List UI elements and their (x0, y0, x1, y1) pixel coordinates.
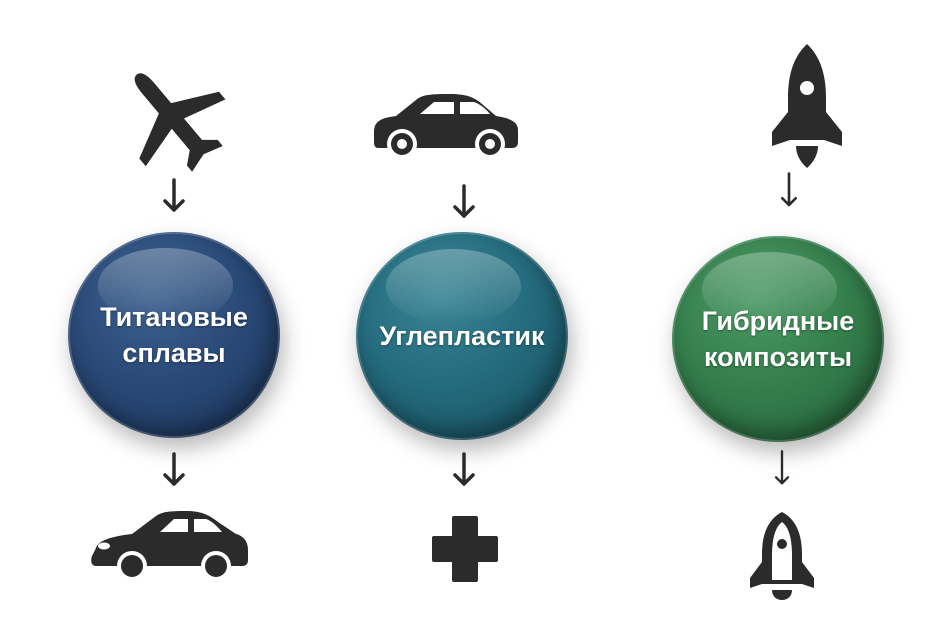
arrow-down-icon (774, 450, 790, 485)
material-sphere-carbon-fiber: Углепластик (356, 232, 568, 440)
car-icon (370, 90, 522, 162)
car-icon (88, 508, 254, 582)
material-label-line2: сплавы (122, 338, 226, 368)
rocket-outline-icon (748, 510, 816, 602)
arrow-down-icon (453, 184, 475, 218)
material-label-line2: композиты (703, 342, 852, 372)
arrow-down-icon (780, 172, 798, 207)
medical-cross-icon (430, 514, 500, 584)
arrow-down-icon (163, 178, 185, 212)
material-label-line1: Углепластик (379, 321, 545, 351)
material-label-line1: Гибридные (701, 306, 855, 336)
material-sphere-titanium-alloys: Титановые сплавы (68, 232, 280, 438)
material-label-line1: Титановые (100, 302, 248, 332)
material-sphere-hybrid-composites: Гибридные композиты (672, 236, 884, 442)
arrow-down-icon (163, 452, 185, 486)
rocket-icon (770, 42, 844, 170)
airplane-icon (112, 60, 236, 178)
arrow-down-icon (453, 452, 475, 486)
